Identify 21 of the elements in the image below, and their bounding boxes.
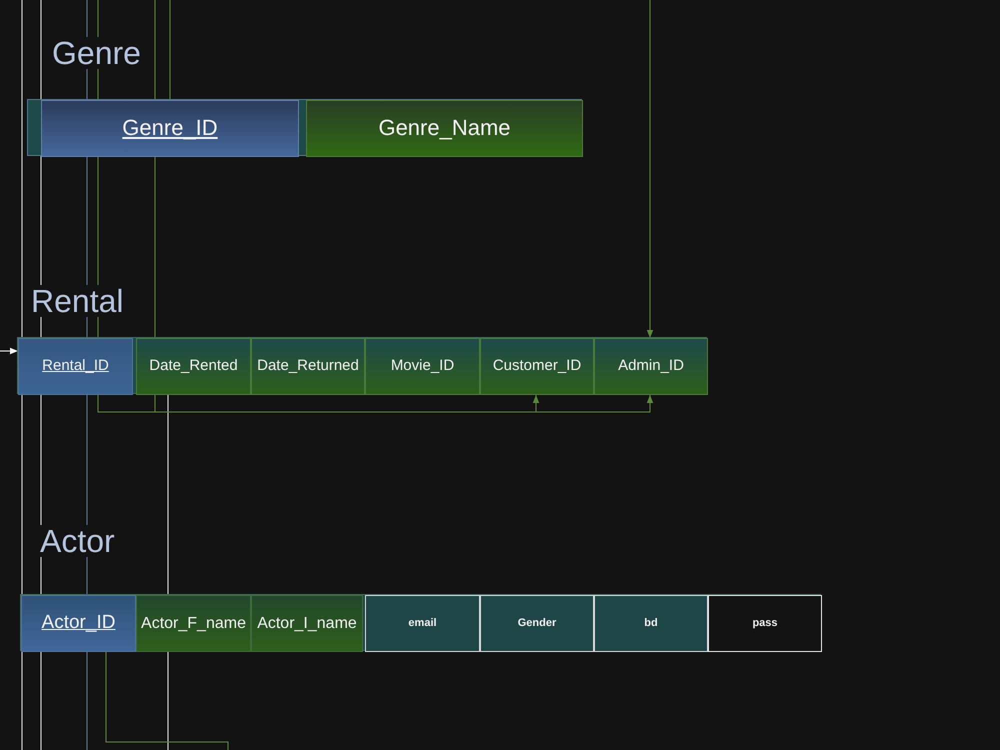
attribute-cell: Date_Returned xyxy=(251,338,365,395)
primary-key-cell: Genre_ID xyxy=(41,100,299,157)
connector-arrow xyxy=(0,348,18,354)
attribute-cell: Actor_I_name xyxy=(251,595,363,652)
table-title: Actor xyxy=(40,525,115,557)
attribute-cell: Admin_ID xyxy=(594,338,708,395)
attribute-cell: Date_Rented xyxy=(136,338,251,395)
primary-key-cell: Actor_ID xyxy=(21,595,136,652)
connector-line xyxy=(106,652,228,750)
attribute-cell: Gender xyxy=(480,595,594,652)
attribute-cell: Customer_ID xyxy=(480,338,594,395)
attribute-cell: bd xyxy=(594,595,708,652)
table-title: Rental xyxy=(31,285,124,317)
attribute-cell: pass xyxy=(708,595,822,652)
table-title: Genre xyxy=(52,37,141,69)
primary-key-cell: Rental_ID xyxy=(18,338,133,395)
attribute-cell: Movie_ID xyxy=(365,338,480,395)
attribute-cell: email xyxy=(365,595,480,652)
connector-arrow xyxy=(646,0,654,338)
attribute-cell: Actor_F_name xyxy=(136,595,251,652)
attribute-cell: Genre_Name xyxy=(306,100,583,157)
